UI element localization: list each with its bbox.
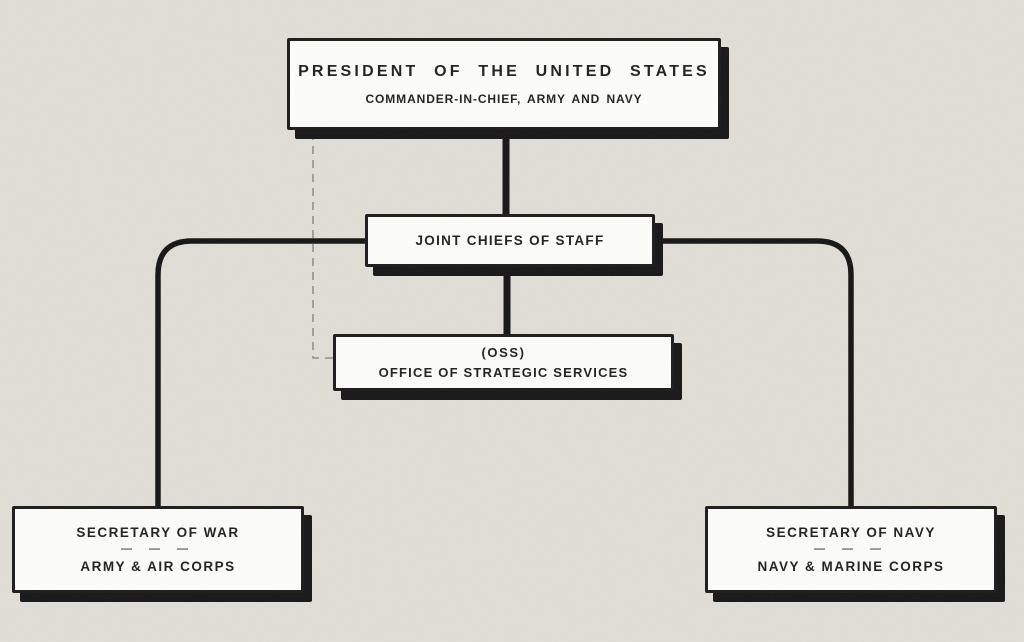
node-secretary-of-war-divider: — — — bbox=[120, 544, 196, 554]
edge-joint-chiefs-secretary-of-navy bbox=[652, 238, 854, 510]
node-secretary-of-war-title: SECRETARY OF WAR bbox=[76, 525, 240, 540]
node-secretary-of-navy-title: SECRETARY OF NAVY bbox=[766, 525, 936, 540]
node-oss-subtitle: OFFICE OF STRATEGIC SERVICES bbox=[378, 365, 629, 380]
node-secretary-of-war-subtitle: ARMY & AIR CORPS bbox=[80, 559, 236, 574]
node-secretary-of-navy-divider: — — — bbox=[813, 544, 889, 554]
node-president-title: PRESIDENT OF THE UNITED STATES bbox=[298, 62, 710, 80]
node-oss: (OSS) OFFICE OF STRATEGIC SERVICES bbox=[333, 334, 674, 391]
node-secretary-of-navy: SECRETARY OF NAVY — — — NAVY & MARINE CO… bbox=[705, 506, 997, 593]
node-secretary-of-war: SECRETARY OF WAR — — — ARMY & AIR CORPS bbox=[12, 506, 304, 593]
node-president-subtitle: COMMANDER-IN-CHIEF, ARMY AND NAVY bbox=[365, 91, 643, 106]
node-oss-title: (OSS) bbox=[481, 345, 526, 360]
node-joint-chiefs-of-staff: JOINT CHIEFS OF STAFF bbox=[365, 214, 655, 267]
node-joint-chiefs-title: JOINT CHIEFS OF STAFF bbox=[415, 233, 605, 248]
edge-president-oss-dashed bbox=[312, 132, 335, 359]
node-secretary-of-navy-subtitle: NAVY & MARINE CORPS bbox=[757, 559, 945, 574]
node-president: PRESIDENT OF THE UNITED STATES COMMANDER… bbox=[287, 38, 721, 130]
